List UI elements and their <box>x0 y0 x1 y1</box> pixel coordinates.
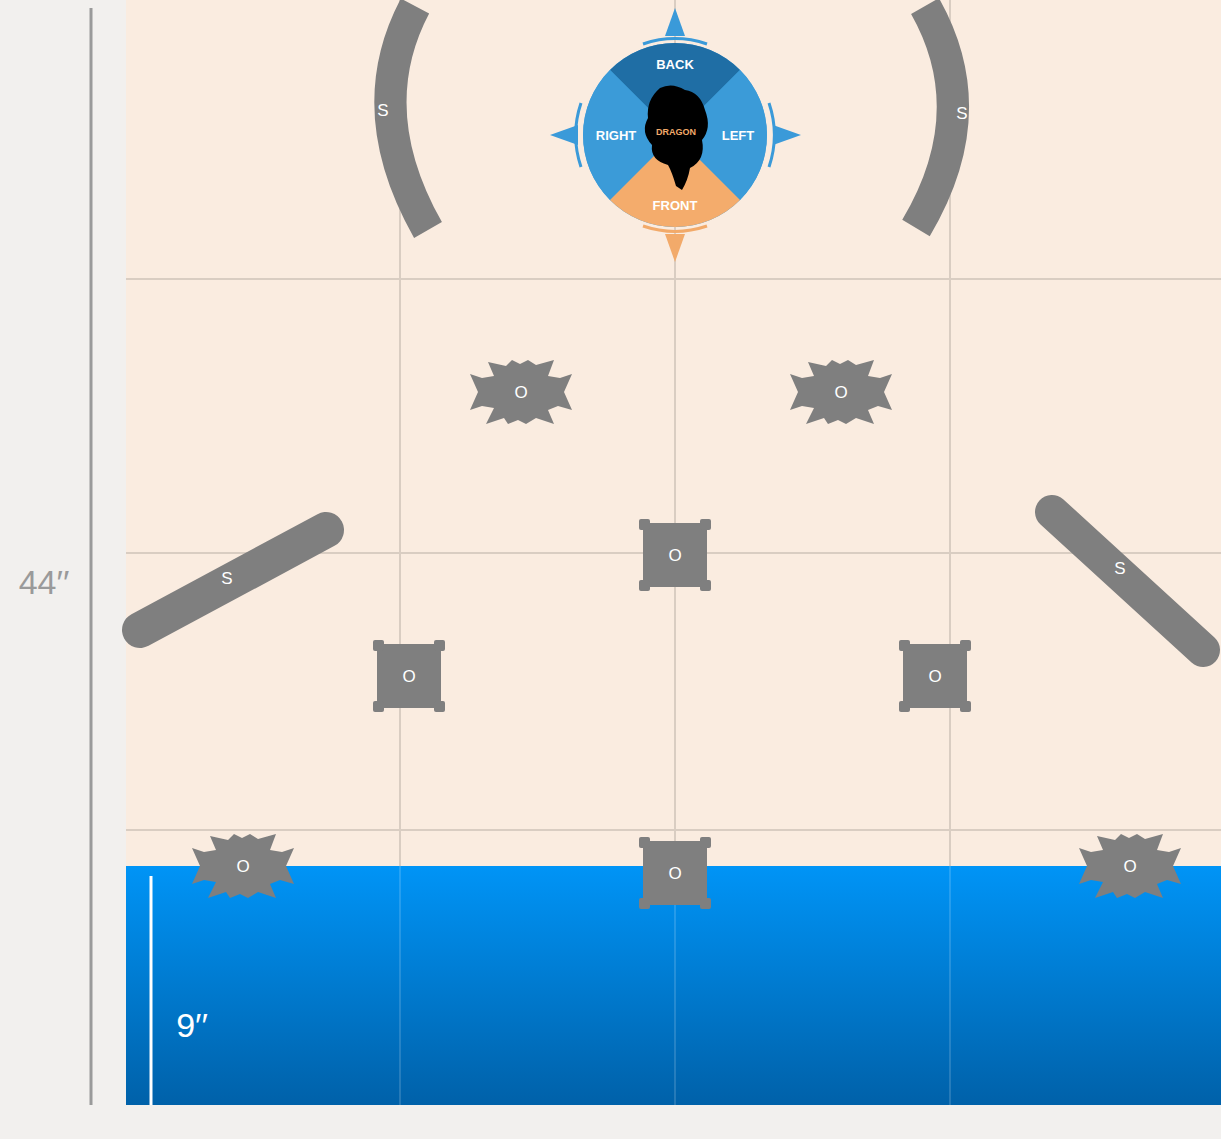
terrain-label: S <box>1114 560 1125 577</box>
wall-terrain: S <box>120 505 350 660</box>
dimension-label: 44′′ <box>19 565 70 599</box>
wall-terrain: S <box>890 0 1000 250</box>
rock-terrain: O <box>466 354 576 430</box>
terrain-label: O <box>834 384 847 401</box>
dimension-line <box>90 8 93 1105</box>
terrain-label: S <box>956 105 967 122</box>
dragon-dial: DRAGON BACK RIGHT LEFT FRONT <box>583 43 767 227</box>
terrain-label: O <box>402 668 415 685</box>
wall-terrain-shape <box>1030 490 1221 670</box>
terrain-label: RIGHT <box>596 129 636 142</box>
grid-lines <box>126 0 1221 1105</box>
terrain-label: O <box>668 865 681 882</box>
terrain-label: O <box>236 858 249 875</box>
rock-terrain: O <box>1075 828 1185 904</box>
terrain-label: O <box>928 668 941 685</box>
facing-pointers <box>550 8 801 262</box>
ruin-terrain: O <box>637 517 713 593</box>
terrain-label: 9′′ <box>176 1008 208 1042</box>
ruin-terrain: O <box>637 835 713 911</box>
terrain-label: BACK <box>656 58 694 71</box>
terrain-label: O <box>668 547 681 564</box>
terrain-label: LEFT <box>722 129 755 142</box>
wall-terrain-shape <box>120 505 350 660</box>
terrain-label: FRONT <box>653 199 698 212</box>
wall-terrain: S <box>350 0 460 250</box>
ruin-terrain: O <box>371 638 447 714</box>
terrain-label: O <box>514 384 527 401</box>
terrain-label: O <box>1123 858 1136 875</box>
wall-terrain-shape <box>890 0 1000 250</box>
wall-terrain: S <box>1030 490 1221 670</box>
rock-terrain: O <box>188 828 298 904</box>
wall-terrain-shape <box>350 0 460 250</box>
terrain-label: S <box>377 102 388 119</box>
table-area <box>126 0 1221 1105</box>
rock-terrain: O <box>786 354 896 430</box>
terrain-label: DRAGON <box>656 128 696 137</box>
ruin-terrain: O <box>897 638 973 714</box>
terrain-label: S <box>221 570 232 587</box>
